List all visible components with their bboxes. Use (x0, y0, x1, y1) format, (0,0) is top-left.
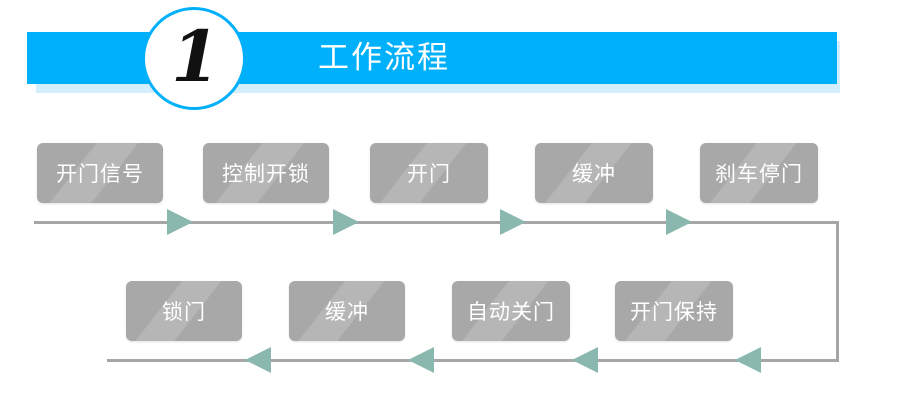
flow-arrow-right-icon (666, 209, 692, 235)
flow-connector-vertical (836, 221, 839, 362)
step-badge-circle-icon (142, 7, 246, 110)
flow-node-label: 刹车停门 (715, 162, 803, 186)
flow-node-label: 控制开锁 (222, 162, 310, 186)
flow-arrow-left-icon (572, 347, 598, 373)
flow-connector-line (107, 359, 839, 362)
flow-node-label: 锁门 (162, 300, 206, 324)
flow-node-label: 缓冲 (325, 300, 369, 324)
flow-node[interactable]: 缓冲 (289, 281, 405, 341)
flow-node[interactable]: 缓冲 (535, 143, 653, 203)
flow-arrow-right-icon (167, 209, 193, 235)
flow-arrow-right-icon (333, 209, 359, 235)
flow-node-label: 开门 (407, 162, 451, 186)
flow-node-label: 缓冲 (572, 162, 616, 186)
flow-node-label: 开门信号 (56, 162, 144, 186)
page-title: 工作流程 (318, 40, 450, 76)
flow-node[interactable]: 开门 (370, 143, 488, 203)
flow-node[interactable]: 刹车停门 (700, 143, 818, 203)
flow-node[interactable]: 开门信号 (37, 143, 163, 203)
flow-arrow-left-icon (735, 347, 761, 373)
step-badge-number: 1 (171, 15, 220, 98)
flow-connector-line (34, 221, 839, 224)
flow-node-label: 开门保持 (630, 300, 718, 324)
flow-node-label: 自动关门 (467, 300, 555, 324)
flow-arrow-left-icon (245, 347, 271, 373)
flow-arrow-right-icon (500, 209, 526, 235)
flow-node[interactable]: 控制开锁 (203, 143, 329, 203)
flow-node[interactable]: 开门保持 (615, 281, 733, 341)
flow-node[interactable]: 自动关门 (452, 281, 570, 341)
flow-node[interactable]: 锁门 (126, 281, 242, 341)
flow-arrow-left-icon (408, 347, 434, 373)
